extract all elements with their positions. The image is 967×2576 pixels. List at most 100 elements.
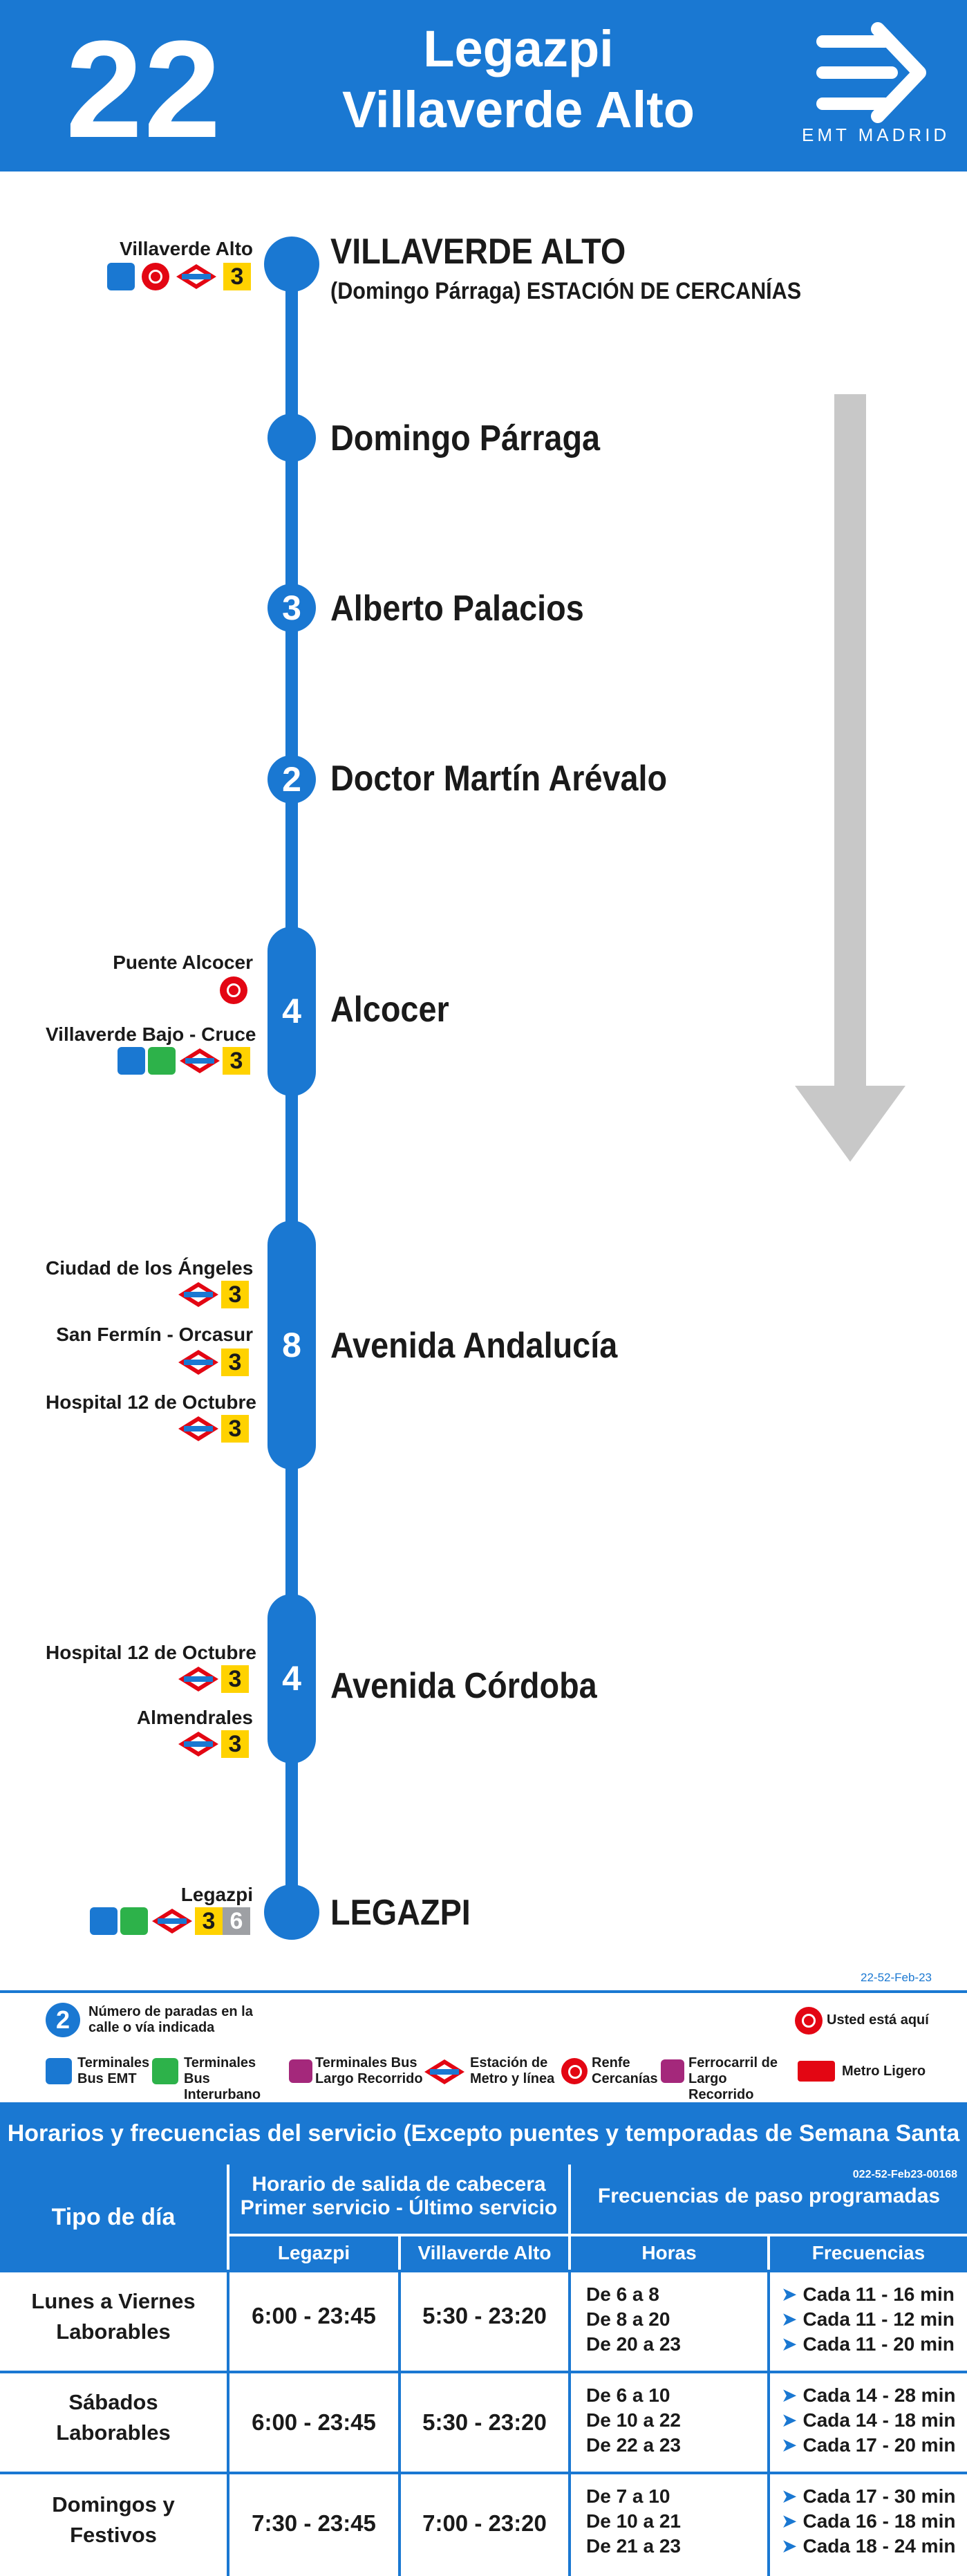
col-tipo: Tipo de día [0,2165,227,2270]
hora-range: De 6 a 10 [586,2384,670,2406]
stop-name: LEGAZPI [330,1893,471,1933]
stop-name: Doctor Martín Arévalo [330,759,668,799]
connection-name: Villaverde Bajo - Cruce [46,1023,256,1045]
arrow-right-icon: ➤ [781,2283,798,2305]
frec-value: Cada 17 - 20 min [802,2434,956,2456]
connection-name: Ciudad de los Ángeles [46,1257,254,1279]
metro-line-3-badge: 3 [223,263,251,290]
frec-value: Cada 11 - 16 min [802,2283,955,2305]
connection-icons: 3 [177,1415,249,1443]
bus-emt-icon [107,263,135,290]
table-rule [227,2270,229,2576]
connection-name: Villaverde Alto [120,238,253,259]
stop-count-badge: 4 [267,1594,316,1763]
hora-range: De 10 a 22 [586,2409,681,2431]
legend-renfe: Renfe Cercanías [592,2055,658,2086]
frec-value: Cada 16 - 18 min [802,2510,956,2532]
tipo-line2: Festivos [70,2523,157,2547]
metro-icon [176,264,216,289]
route-title-line1: Legazpi [423,20,614,77]
frec-item: ➤Cada 17 - 20 min [781,2433,966,2458]
sub-villaverde: Villaverde Alto [401,2236,568,2270]
stop-name: VILLAVERDE ALTO [330,232,626,272]
frec-item: ➤Cada 11 - 16 min [781,2282,966,2307]
metro-icon [178,1732,218,1757]
hora-range: De 21 a 23 [586,2535,681,2557]
legend-term-largo: Terminales Bus Largo Recorrido [315,2055,423,2086]
metro-line-3-badge: 3 [221,1730,249,1758]
tipo-line1: Sábados [68,2390,158,2414]
frec-item: ➤Cada 16 - 18 min [781,2509,966,2534]
stop-dot [264,237,319,292]
connection-name: Almendrales [136,1707,253,1728]
bus-largo-recorrido-icon [289,2059,312,2083]
col-frecuencias: 022-52-Feb23-00168 Frecuencias de paso p… [571,2165,967,2234]
frec-value: Cada 11 - 12 min [802,2308,955,2330]
stop-dot [264,1884,319,1940]
bus-emt-icon [90,1907,118,1935]
schedule-title: Horarios y frecuencias del servicio (Exc… [0,2102,967,2209]
col-horario: Horario de salida de cabecera Primer ser… [229,2165,568,2234]
connection-icons [220,976,247,1004]
legend-usted: Usted está aquí [827,2012,929,2028]
bus-interurbano-icon [152,2058,178,2084]
frec-item: ➤Cada 17 - 30 min [781,2484,966,2509]
sub-legazpi: Legazpi [229,2236,398,2270]
table-row-tipo: Domingos y Festivos [0,2490,227,2550]
connection-name: San Fermín - Orcasur [56,1324,253,1345]
sub-frecuencias: Frecuencias [770,2236,967,2270]
renfe-icon [220,976,247,1004]
stop-name: Avenida Andalucía [330,1326,618,1366]
stop-name: Avenida Córdoba [330,1666,597,1706]
stop-name: Alberto Palacios [330,589,584,629]
hora-range: De 8 a 20 [586,2308,670,2330]
stop-name: Domingo Párraga [330,418,601,458]
table-cell-legazpi: 6:00 - 23:45 [252,2409,376,2435]
arrow-right-icon: ➤ [781,2485,798,2507]
metro-icon [152,1909,192,1934]
table-rule [0,2371,967,2373]
metro-line-3-badge: 3 [195,1907,223,1935]
frec-value: Cada 14 - 18 min [802,2409,956,2431]
table-cell-horas: De 6 a 8 De 8 a 20 De 20 a 23 [586,2282,766,2357]
metro-icon [178,1667,218,1692]
hora-range: De 10 a 21 [586,2510,681,2532]
table-rule [568,2270,571,2576]
table-cell-legazpi: 7:30 - 23:45 [252,2510,376,2536]
tipo-line2: Laborables [56,2420,171,2445]
connection-name: Legazpi [180,1884,253,1905]
frec-value: Cada 11 - 20 min [802,2333,955,2355]
stop-count-badge: 8 [267,1221,316,1470]
connection-icons: 3 [118,1047,256,1075]
frec-value: Cada 17 - 30 min [802,2485,956,2507]
emt-logo-icon [816,22,926,123]
table-rule [398,2270,401,2576]
table-cell-frec: ➤Cada 11 - 16 min ➤Cada 11 - 12 min ➤Cad… [781,2282,966,2357]
doc-code: 022-52-Feb23-00168 [852,2169,957,2180]
frec-value: Cada 14 - 28 min [802,2384,956,2406]
tipo-line1: Lunes a Viernes [31,2289,196,2313]
header-bar: 22 Legazpi Villaverde Alto EMT MADRID [0,0,967,172]
legend-ligero: Metro Ligero [842,2064,926,2079]
arrow-right-icon: ➤ [781,2510,798,2532]
hora-range: De 7 a 10 [586,2485,670,2507]
bus-emt-icon [118,1047,145,1075]
hora-range: De 22 a 23 [586,2434,681,2456]
col-frec-label: Frecuencias de paso programadas [597,2185,941,2207]
brand-name: EMT MADRID [802,124,950,145]
table-cell-horas: De 7 a 10 De 10 a 21 De 21 a 23 [586,2484,766,2559]
renfe-icon [142,263,169,290]
legend-metro: Estación de Metro y línea [470,2055,555,2086]
legend-term-inter: Terminales Bus Interurbano [184,2055,261,2102]
connection-icons: 3 [177,1730,249,1758]
you-are-here-icon [795,2007,823,2035]
metro-line-3-badge: 3 [221,1415,249,1443]
legend-paradas: Número de paradas en la calle o vía indi… [88,2004,253,2035]
connection-icons: 3 [177,1349,249,1376]
sub-horas: Horas [571,2236,767,2270]
metro-line-3-badge: 3 [221,1665,249,1693]
metro-icon [180,1048,220,1073]
version-code: 22-52-Feb-23 [861,1971,932,1984]
metro-line-3-badge: 3 [221,1281,249,1308]
metro-icon [178,1282,218,1307]
